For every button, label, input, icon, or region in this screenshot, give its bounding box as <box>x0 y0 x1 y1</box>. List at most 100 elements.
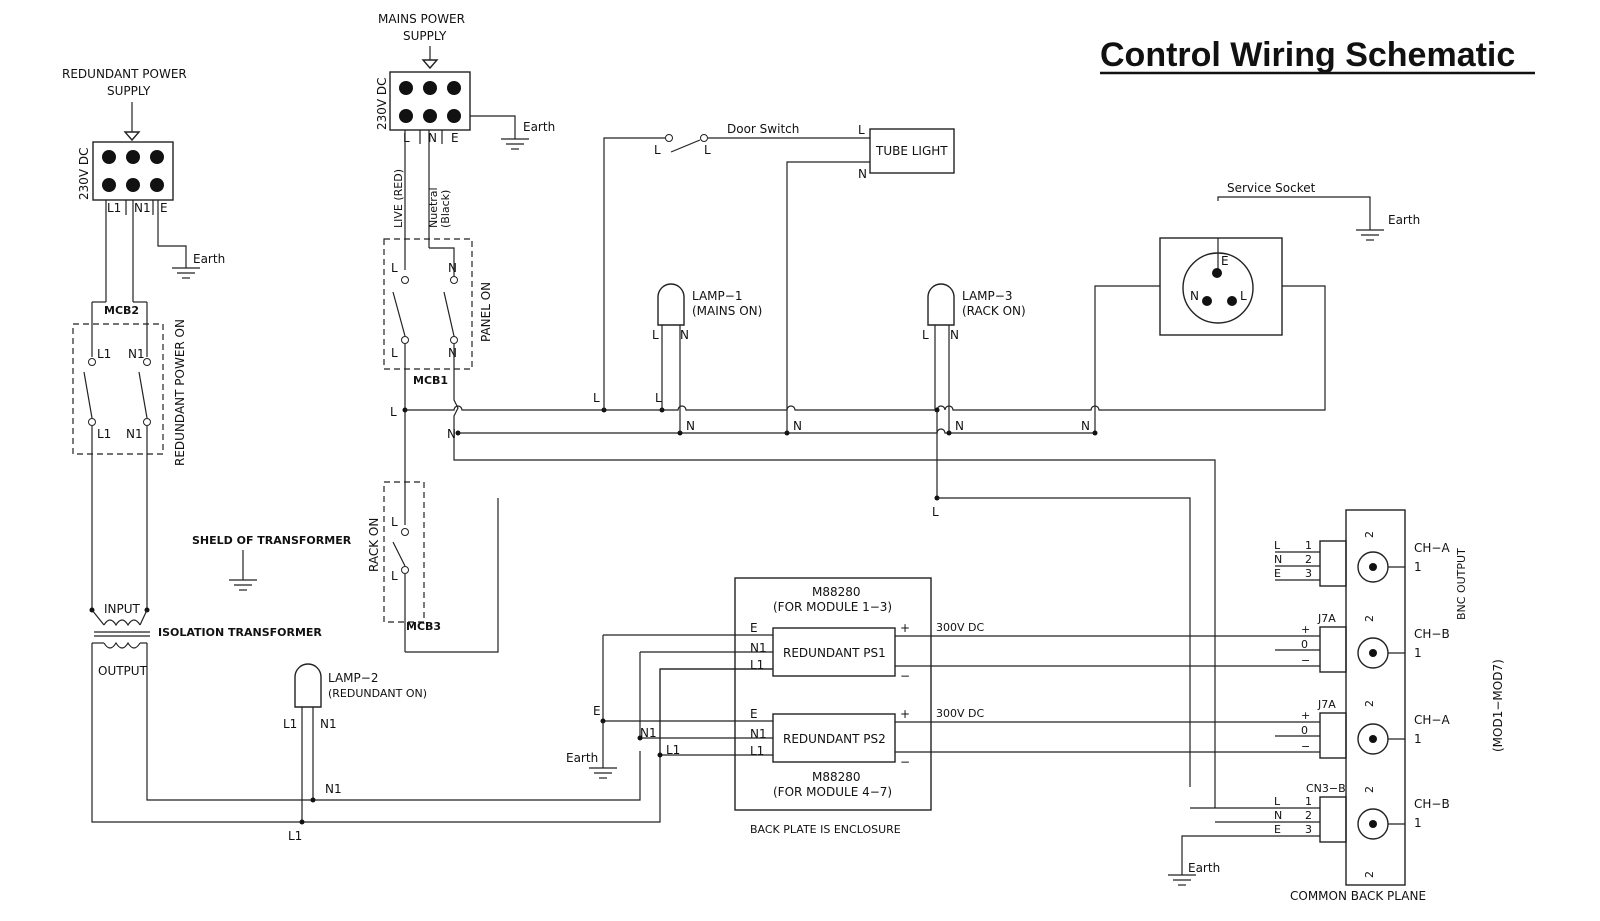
conn-pin-2: 2 <box>1305 809 1312 822</box>
mcb2-top-l1: L1 <box>97 347 111 361</box>
conn-minus: − <box>1301 654 1310 667</box>
pin-2: 2 <box>1363 615 1376 622</box>
redundant-supply-voltage: 230V DC <box>77 147 91 200</box>
conn-pin-2: 2 <box>1305 553 1312 566</box>
enclosure-note: BACK PLATE IS ENCLOSURE <box>750 823 901 836</box>
conn-pin-3: 3 <box>1305 567 1312 580</box>
tube-l: L <box>858 123 865 137</box>
l1-label: L1 <box>666 743 680 757</box>
conn-pin-l: L <box>1274 795 1281 808</box>
bus-n-label: N <box>793 419 802 433</box>
mcb2-bottom-l1: L1 <box>97 427 111 441</box>
module-bottom-desc: (FOR MODULE 4−7) <box>773 785 892 799</box>
bus-n-label: N <box>686 419 695 433</box>
n1-label: N1 <box>640 726 657 740</box>
service-socket: Service Socket Earth E N L <box>1159 181 1420 336</box>
output-label: OUTPUT <box>98 664 148 678</box>
conn-zero: 0 <box>1301 724 1308 737</box>
mcb1-side-label: PANEL ON <box>479 282 493 342</box>
earth-label: Earth <box>1188 861 1220 875</box>
channel-b-label: CH−B <box>1414 797 1450 811</box>
bus-l-label: L <box>655 391 662 405</box>
channel-num: 1 <box>1414 732 1422 746</box>
lamp2-desc: (REDUNDANT ON) <box>328 687 427 700</box>
mcb3-bottom-l: L <box>391 569 398 583</box>
conn-pin-3: 3 <box>1305 823 1312 836</box>
bus-l-label: L <box>593 391 600 405</box>
ps2-l1: L1 <box>750 744 764 758</box>
conn-pin-1: 1 <box>1305 795 1312 808</box>
power-supply-module: M88280 (FOR MODULE 1−3) REDUNDANT PS1 E … <box>566 577 1320 836</box>
module-top-label: M88280 <box>812 585 861 599</box>
mcb2-top-n1: N1 <box>128 347 145 361</box>
neutral-wire-label: Nuetral <box>427 187 440 228</box>
module-range-label: (MOD1−MOD7) <box>1491 659 1505 752</box>
lamp2-n: N1 <box>320 717 337 731</box>
transformer-label: ISOLATION TRANSFORMER <box>158 626 322 639</box>
mcb3-side-label: RACK ON <box>367 518 381 572</box>
conn-minus: − <box>1301 740 1310 753</box>
conn-pin-n: N <box>1274 553 1282 566</box>
redundant-supply-label-2: SUPPLY <box>107 84 151 98</box>
dc-output-label: 300V DC <box>936 707 984 720</box>
ps2-label: REDUNDANT PS2 <box>783 732 886 746</box>
pin-l1: L1 <box>107 201 121 215</box>
pin-e: E <box>160 201 168 215</box>
mcb1-bottom-l: L <box>391 346 398 360</box>
common-back-plane: COMMON BACK PLANE (MOD1−MOD7) BNC OUTPUT… <box>1168 509 1505 903</box>
lamp3-l: L <box>922 328 929 342</box>
ps1-l1: L1 <box>750 658 764 672</box>
redundant-power-supply: REDUNDANT POWER SUPPLY 230V DC L1 N1 E E… <box>62 67 225 279</box>
shield-label: SHELD OF TRANSFORMER <box>192 534 352 547</box>
module-bottom-label: M88280 <box>812 770 861 784</box>
ps1-plus: + <box>900 621 910 635</box>
ps2-n1: N1 <box>750 727 767 741</box>
ps1-label: REDUNDANT PS1 <box>783 646 886 660</box>
lamp-3: LAMP−3 (RACK ON) L N <box>922 283 1026 433</box>
lamp2-name: LAMP−2 <box>328 671 378 685</box>
lamp1-n: N <box>680 328 689 342</box>
bus-lines: L N L L N N N N L <box>390 285 1326 787</box>
conn-zero: 0 <box>1301 638 1308 651</box>
lamp1-name: LAMP−1 <box>692 289 742 303</box>
bus-n-label: N <box>955 419 964 433</box>
bus-l-label: L <box>390 405 397 419</box>
mcb2: MCB2 L1 N1 L1 N1 REDUNDANT POWER ON <box>72 200 187 610</box>
mcb1-bottom-n: N <box>448 346 457 360</box>
mcb1-top-n: N <box>448 261 457 275</box>
mcb3-top-l: L <box>391 515 398 529</box>
isolation-transformer: SHELD OF TRANSFORMER INPUT ISOLATION TRA… <box>89 534 772 823</box>
earth-label: Earth <box>1388 213 1420 227</box>
mains-power-supply: MAINS POWER SUPPLY 230V DC L N E Earth <box>375 12 555 150</box>
live-wire-label: LIVE (RED) <box>392 169 405 228</box>
mcb1-top-l: L <box>391 261 398 275</box>
door-l2: L <box>704 143 711 157</box>
door-switch: L L Door Switch L N TUBE LIGHT <box>603 122 955 433</box>
lamp2-l: L1 <box>283 717 297 731</box>
mcb2-side-label: REDUNDANT POWER ON <box>173 319 187 466</box>
channel-num: 1 <box>1414 816 1422 830</box>
mcb1-label: MCB1 <box>413 374 448 387</box>
mains-supply-label: MAINS POWER <box>378 12 465 26</box>
j7a-label: J7A <box>1317 698 1336 711</box>
mcb2-label: MCB2 <box>104 304 139 317</box>
lamp1-desc: (MAINS ON) <box>692 304 762 318</box>
e-label: E <box>593 704 601 718</box>
lamp3-desc: (RACK ON) <box>962 304 1026 318</box>
tube-light <box>869 128 955 174</box>
redundant-supply-label: REDUNDANT POWER <box>62 67 187 81</box>
mains-supply-label-2: SUPPLY <box>403 29 447 43</box>
socket-e: E <box>1221 254 1229 268</box>
neutral-wire-label-2: (Black) <box>439 190 452 228</box>
lamp3-n: N <box>950 328 959 342</box>
bus-l-label: L <box>932 505 939 519</box>
conn-pin-e: E <box>1274 823 1281 836</box>
ps2-minus: − <box>900 755 910 769</box>
lamp-2: LAMP−2 (REDUNDANT ON) L1 N1 N1 L1 <box>283 663 427 843</box>
earth-label: Earth <box>523 120 555 134</box>
page-title: Control Wiring Schematic <box>1100 36 1515 74</box>
conn-pin-1: 1 <box>1305 539 1312 552</box>
lamp3-name: LAMP−3 <box>962 289 1012 303</box>
pin-2: 2 <box>1363 871 1376 878</box>
